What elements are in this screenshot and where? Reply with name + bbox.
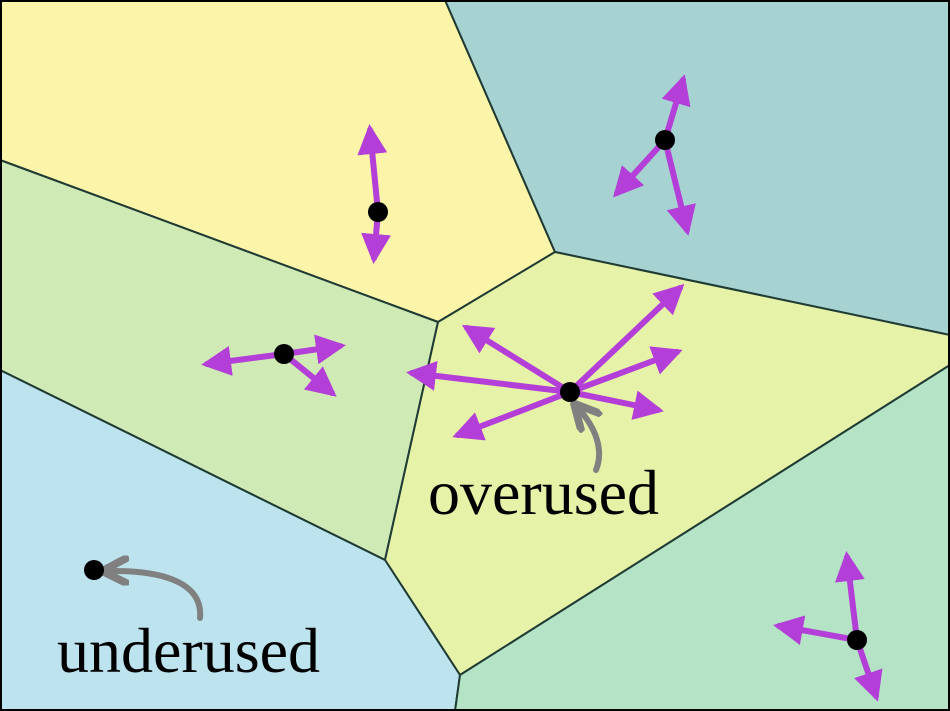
pointer-arrows: [108, 408, 599, 621]
overused-pointer-arrow: [578, 408, 599, 473]
arrow-overused-6: [452, 389, 573, 441]
arrow-overused-3: [567, 389, 664, 420]
region-teal: [444, 0, 950, 336]
arrow-overused-2: [567, 346, 683, 395]
point-green: [274, 344, 294, 364]
point-mint: [847, 630, 867, 650]
arrow-mint-up: [834, 551, 865, 643]
arrow-overused-4: [461, 324, 573, 395]
arrow-teal-down: [662, 137, 696, 236]
point-yellow: [368, 202, 388, 222]
underused-label: underused: [57, 615, 320, 686]
arrow-green-down: [281, 351, 337, 397]
arrow-green-left: [201, 346, 287, 376]
arrow-mint-left: [773, 615, 860, 646]
arrow-yellow-up: [357, 124, 388, 215]
generator-points: [84, 130, 867, 650]
overused-label: overused: [428, 457, 659, 528]
point-underused: [84, 560, 104, 580]
point-overused: [560, 382, 580, 402]
arrow-teal-up: [661, 74, 691, 143]
arrow-overused-1: [567, 283, 685, 395]
point-teal: [655, 130, 675, 150]
arrow-teal-left: [612, 137, 668, 198]
underused-pointer-arrow: [108, 571, 204, 621]
movement-arrows: [201, 74, 883, 702]
region-mint: [454, 364, 950, 711]
arrow-overused-5: [406, 360, 573, 395]
